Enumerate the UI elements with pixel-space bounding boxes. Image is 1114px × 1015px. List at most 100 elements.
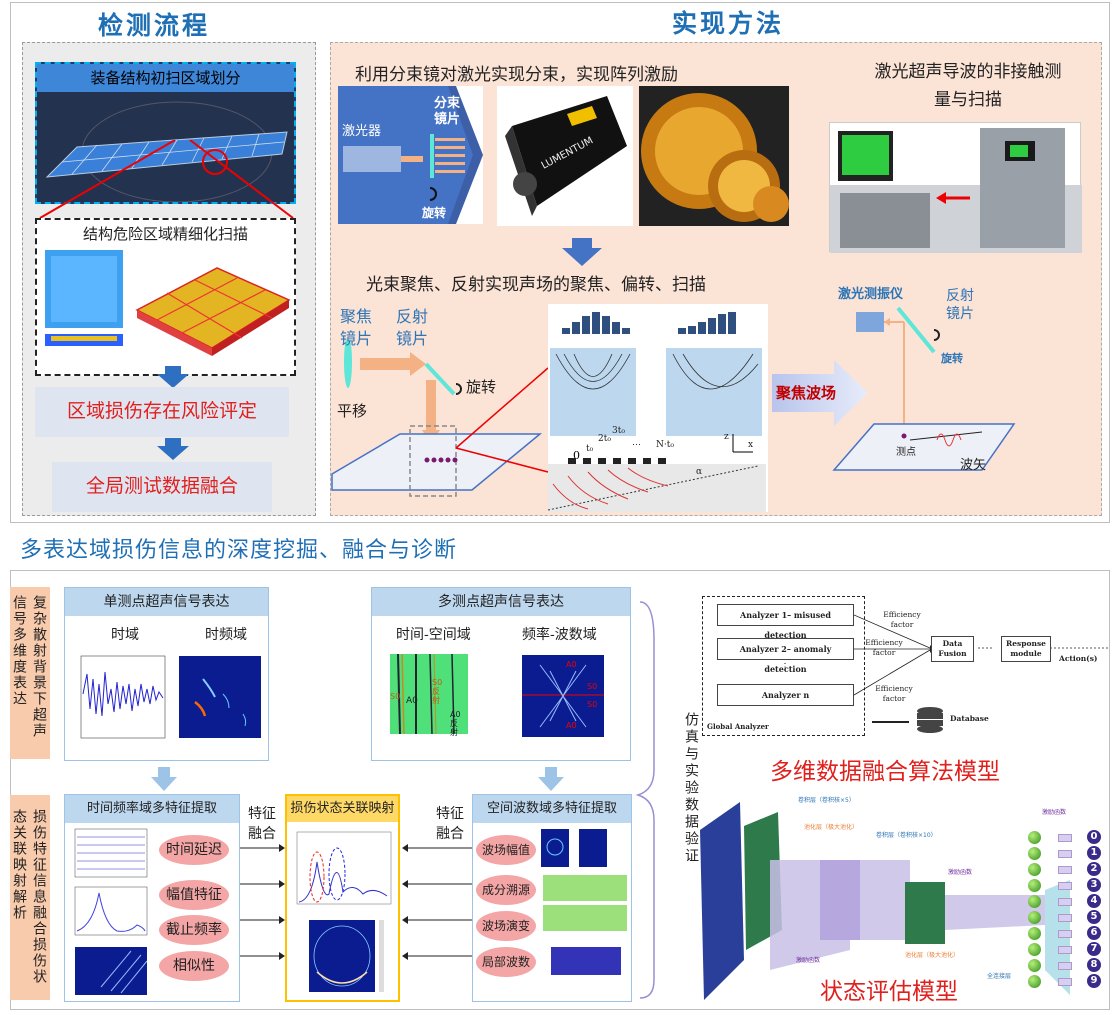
laser-label: 激光器: [342, 124, 382, 139]
time-label-2: 2t₀: [598, 434, 611, 444]
brace: [635, 601, 655, 999]
top-frame: [10, 2, 1110, 523]
neuron-node: [1028, 895, 1041, 908]
neuron-node: [1028, 911, 1041, 924]
focus-lens-label: 聚焦镜片: [340, 307, 373, 348]
fusion-label-left: 特征融合: [248, 806, 276, 842]
output-row: 0: [1028, 830, 1108, 845]
single-point-card: 单测点超声信号表达 时域 时频域: [64, 587, 269, 761]
activation-icon: [1058, 946, 1072, 954]
fk-label-s0b: S0: [587, 700, 598, 709]
zoom-lines: [39, 140, 294, 219]
efficiency-1: Efficiency factor: [883, 610, 921, 629]
cnn-label-pool1: 池化层（极大池化）: [804, 824, 859, 831]
cnn-label-pool2: 池化层（极大池化）: [905, 952, 960, 959]
output-row: 2: [1028, 862, 1108, 877]
activation-icon: [1058, 850, 1072, 858]
fine-scan-images: [45, 250, 291, 356]
rotate-label-2: 旋转: [466, 378, 497, 396]
sw-feature-title: 空间波数域多特征提取: [473, 795, 631, 823]
tf-plot: [179, 656, 261, 738]
cnn-label-conv10: 卷积层（卷积核×10）: [876, 832, 937, 839]
ts-label-a0: A0: [406, 696, 418, 706]
focus-title: 光束聚焦、反射实现声场的聚焦、偏转、扫描: [366, 275, 706, 295]
output-class: 4: [1087, 894, 1101, 908]
multi-point-card: 多测点超声信号表达 时间-空间域 频率-波数域 S0 A0 S0反射 A0反射 …: [371, 587, 631, 761]
measurement-diagram: [832, 306, 1016, 471]
output-class: 5: [1087, 910, 1101, 924]
mapping-plots: [296, 831, 392, 992]
feature-wavefield-amplitude: 波场幅值: [476, 835, 536, 865]
output-row: 8: [1028, 958, 1108, 973]
activation-icon: [1058, 898, 1072, 906]
fk-label-a0b: A0: [566, 721, 577, 730]
output-class: 8: [1087, 958, 1101, 972]
time-space-plot: [390, 654, 468, 734]
data-fusion-box: Data Fusion: [931, 636, 974, 662]
initial-scan-box: 装备结构初扫区域划分: [35, 62, 296, 204]
validation-label: 仿真与实验数据验证: [683, 712, 699, 865]
neuron-node: [1028, 959, 1041, 972]
focus-wave-arrow: 聚焦波场: [772, 360, 868, 426]
ts-label-s0r: S0反射: [432, 678, 443, 705]
output-class: 3: [1087, 878, 1101, 892]
time-domain-label: 时域: [111, 627, 139, 643]
output-row: 9: [1028, 974, 1108, 989]
down-arrow-icon: [151, 767, 177, 791]
global-analyzer-box: [702, 596, 865, 736]
time-label-0: t₀: [586, 444, 594, 454]
database-label: Database: [950, 714, 989, 723]
activation-icon: [1058, 978, 1072, 986]
output-row: 7: [1028, 942, 1108, 957]
reflect-lens-label-2: 反射镜片: [946, 288, 974, 322]
cnn-diagram: [700, 802, 1070, 1000]
time-label-n: N·t₀: [656, 440, 674, 450]
translate-label: 平移: [337, 402, 368, 420]
section-title: 多表达域损伤信息的深度挖掘、融合与诊断: [20, 538, 458, 563]
point-label: 测点: [896, 447, 916, 458]
lab-setup-photo: [829, 122, 1082, 253]
beam-split-title: 利用分束镜对激光实现分束，实现阵列激励: [355, 65, 678, 85]
detection-flow-title: 检测流程: [98, 11, 211, 40]
output-row: 3: [1028, 878, 1108, 893]
activation-icon: [1058, 866, 1072, 874]
focus-scan-optics: [331, 340, 549, 497]
actions-label: Action(s): [1059, 654, 1098, 663]
activation-icon: [1058, 930, 1072, 938]
analyzer-1: Analyzer 1– misused detection: [717, 604, 854, 640]
global-fusion-step: 全局测试数据融合: [52, 462, 272, 512]
axis-z-label: z: [724, 432, 729, 442]
sw-feature-plots: [541, 829, 627, 975]
neuron-node: [1028, 943, 1041, 956]
fk-label-a0: A0: [566, 660, 577, 669]
row2-label: 损伤特征信息融合损伤状态关联映射解析: [10, 795, 50, 1000]
laser-device-photo: LUMENTUM: [497, 86, 633, 226]
fk-plot: [522, 655, 604, 737]
fk-domain-label: 频率-波数域: [522, 627, 597, 643]
cnn-label-act1: 激励函数: [796, 957, 821, 964]
down-arrow-icon: [538, 767, 564, 791]
cnn-label-act2: 激励函数: [948, 869, 973, 876]
neuron-node: [1028, 863, 1041, 876]
output-row: 4: [1028, 894, 1108, 909]
vibrometer-label: 激光测振仪: [838, 287, 904, 302]
tf-feature-plots: [74, 828, 148, 995]
damage-mapping-title: 损伤状态关联映射: [287, 796, 398, 822]
feature-amplitude: 幅值特征: [159, 880, 229, 910]
neuron-node: [1028, 831, 1041, 844]
ts-label-a0r: A0反射: [450, 710, 461, 737]
splitter-label: 分束镜片: [434, 96, 461, 127]
cnn-label-conv5: 卷积层（卷积核×5）: [798, 797, 855, 804]
tf-feature-card: 时间频率域多特征提取 时间延迟 幅值特征 截止频率 相似性: [64, 794, 240, 1002]
alpha-label: α: [696, 467, 703, 477]
wave-focusing-diagram: 0 t₀ 2t₀ 3t₀ ⋯ N·t₀ z x α: [547, 304, 768, 512]
activation-icon: [1058, 834, 1072, 842]
down-arrow-icon: [562, 238, 602, 266]
tf-domain-label: 时频域: [205, 627, 247, 643]
output-class: 1: [1087, 846, 1101, 860]
cnn-label-act3: 激励函数: [1042, 809, 1067, 816]
activation-icon: [1058, 962, 1072, 970]
neuron-node: [1028, 879, 1041, 892]
initial-scan-title: 装备结构初扫区域划分: [37, 64, 294, 92]
neuron-node: [1028, 975, 1041, 988]
